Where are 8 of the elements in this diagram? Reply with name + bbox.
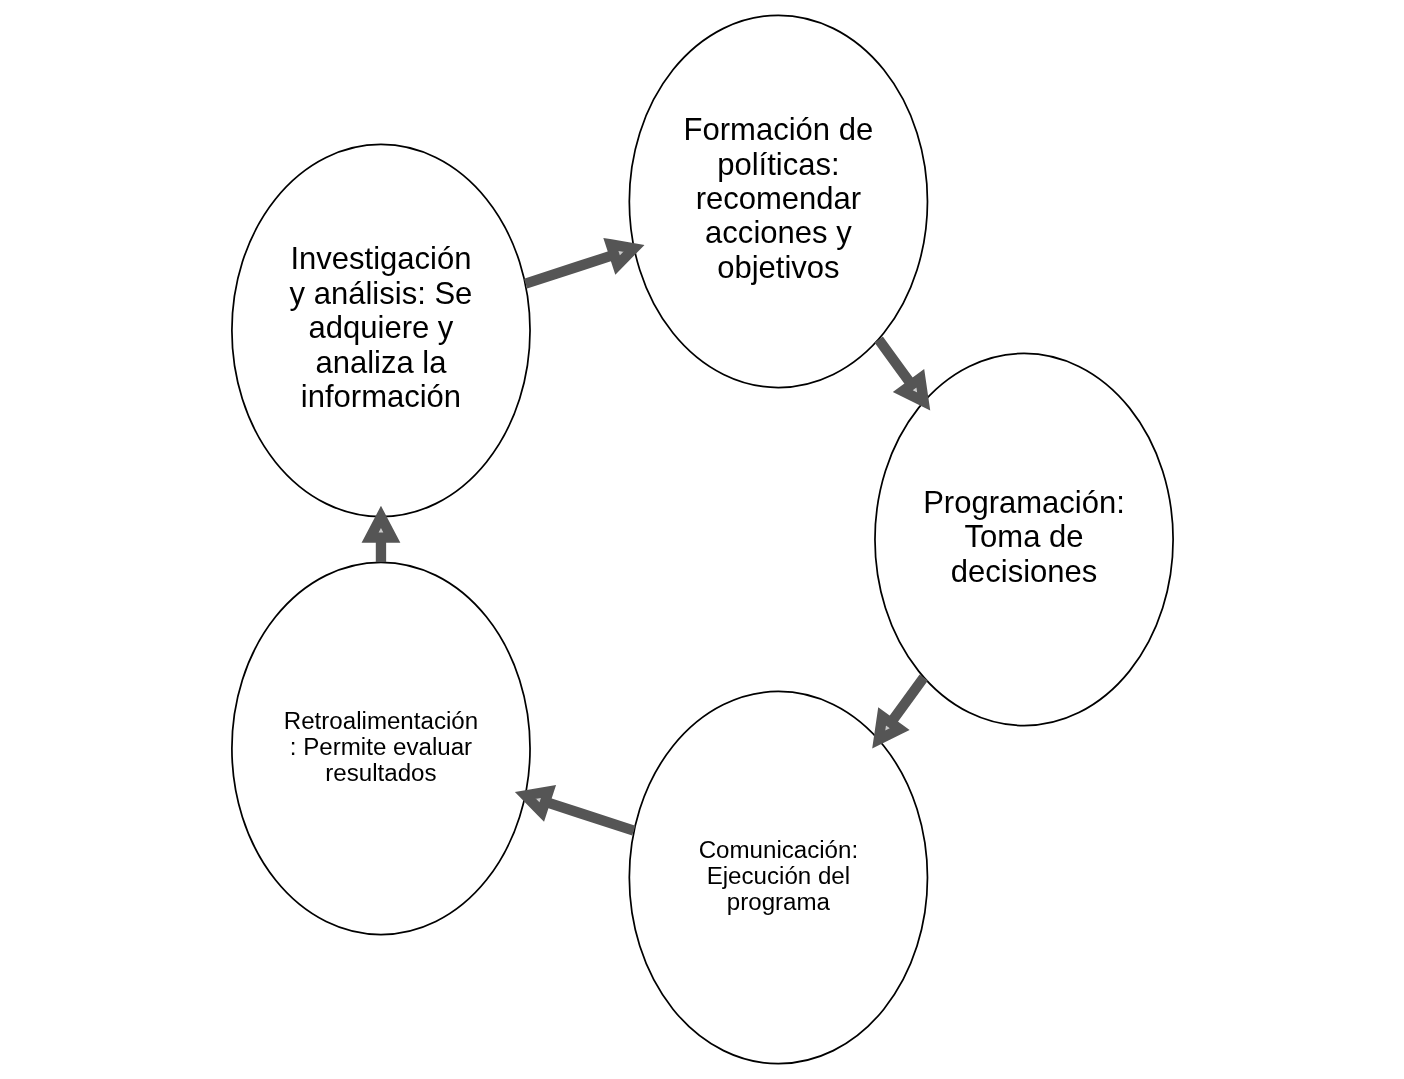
arrow — [361, 505, 400, 563]
arrow — [523, 237, 644, 289]
arrow — [873, 336, 930, 411]
node-ellipse: Investigación y análisis: Se adquiere y analiza la información — [230, 143, 531, 518]
arrow — [514, 784, 635, 836]
node-ellipse: Comunicación: Ejecución del programa — [627, 690, 928, 1065]
node-ellipse: Retroalimentación : Permite evaluar resultados — [230, 561, 531, 936]
arrow — [871, 674, 928, 749]
